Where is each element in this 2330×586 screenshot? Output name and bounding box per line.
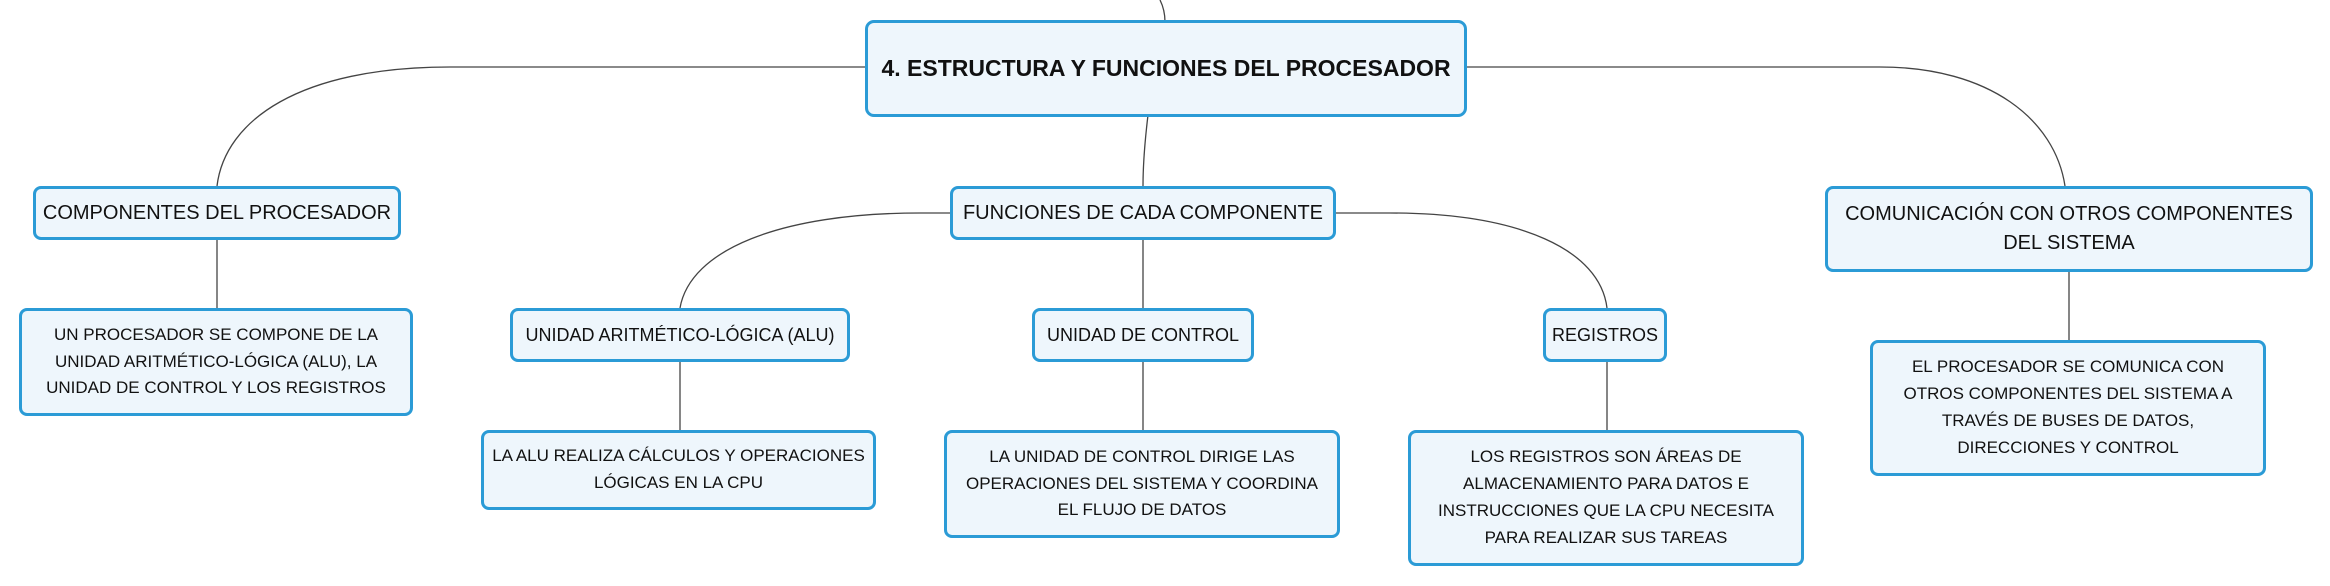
control-label: UNIDAD DE CONTROL <box>1046 324 1239 345</box>
alu-label: UNIDAD ARITMÉTICO-LÓGICA (ALU) <box>525 324 835 345</box>
root-topic-title: 4. ESTRUCTURA Y FUNCIONES DEL PROCESADOR <box>881 54 1451 81</box>
alu-node[interactable]: UNIDAD ARITMÉTICO-LÓGICA (ALU) <box>510 308 850 362</box>
control-detail-node[interactable]: LA UNIDAD DE CONTROL DIRIGE LAS OPERACIO… <box>944 430 1340 538</box>
funciones-label: FUNCIONES DE CADA COMPONENTE <box>962 201 1324 224</box>
registros-node[interactable]: REGISTROS <box>1543 308 1667 362</box>
componentes-detail-text: UN PROCESADOR SE COMPONE DE LA UNIDAD AR… <box>46 324 386 398</box>
registros-detail-text: LOS REGISTROS SON ÁREAS DE ALMACENAMIENT… <box>1438 447 1774 547</box>
connector-root-to-comunicacion <box>1466 66 2066 187</box>
alu-detail-node[interactable]: LA ALU REALIZA CÁLCULOS Y OPERACIONES LÓ… <box>481 430 876 510</box>
comunicacion-node[interactable]: COMUNICACIÓN CON OTROS COMPONENTES DEL S… <box>1825 186 2313 272</box>
alu-detail-text: LA ALU REALIZA CÁLCULOS Y OPERACIONES LÓ… <box>492 446 865 492</box>
registros-detail-node[interactable]: LOS REGISTROS SON ÁREAS DE ALMACENAMIENT… <box>1408 430 1804 566</box>
connector-funciones-to-registros <box>1335 212 1608 309</box>
control-node[interactable]: UNIDAD DE CONTROL <box>1032 308 1254 362</box>
control-detail-text: LA UNIDAD DE CONTROL DIRIGE LAS OPERACIO… <box>965 446 1319 520</box>
comunicacion-label: COMUNICACIÓN CON OTROS COMPONENTES DEL S… <box>1845 203 2293 254</box>
componentes-label: COMPONENTES DEL PROCESADOR <box>42 201 392 224</box>
root-topic-node[interactable]: 4. ESTRUCTURA Y FUNCIONES DEL PROCESADOR <box>865 20 1467 117</box>
registros-label: REGISTROS <box>1551 324 1658 345</box>
componentes-detail-node[interactable]: UN PROCESADOR SE COMPONE DE LA UNIDAD AR… <box>19 308 413 416</box>
connector-root-to-funciones <box>1142 114 1149 187</box>
comunicacion-detail-node[interactable]: EL PROCESADOR SE COMUNICA CON OTROS COMP… <box>1870 340 2266 476</box>
connector-parent-to-root <box>1159 0 1166 23</box>
componentes-node[interactable]: COMPONENTES DEL PROCESADOR <box>33 186 401 240</box>
funciones-node[interactable]: FUNCIONES DE CADA COMPONENTE <box>950 186 1336 240</box>
connector-funciones-to-alu <box>679 212 950 309</box>
connector-root-to-componentes <box>216 66 866 187</box>
comunicacion-detail-text: EL PROCESADOR SE COMUNICA CON OTROS COMP… <box>1903 357 2233 457</box>
